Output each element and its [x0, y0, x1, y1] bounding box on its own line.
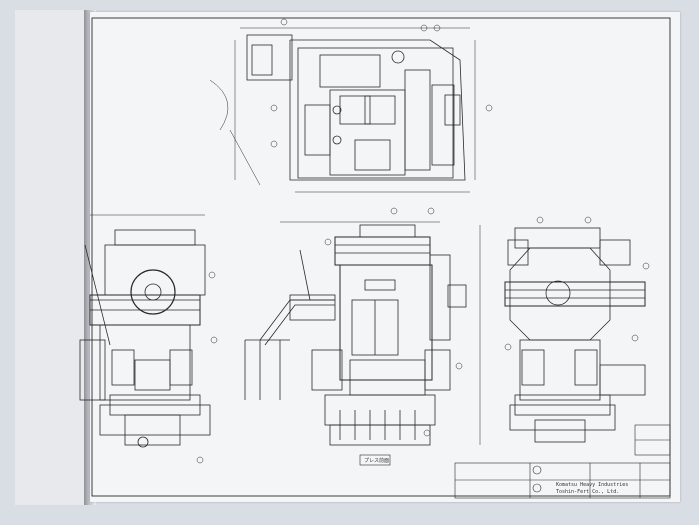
- front-view: [244, 221, 481, 466]
- plan-view: [209, 27, 476, 193]
- callout-markers: [196, 18, 650, 464]
- company-name-line1: Komatsu Heavy Industries: [556, 482, 629, 488]
- left-side-view: [79, 214, 211, 448]
- company-name-line2: Toshin-Fert Co., Ltd.: [556, 489, 620, 495]
- drawing-frame: [91, 17, 671, 497]
- title-block: [454, 424, 671, 499]
- right-side-view: [504, 227, 646, 443]
- front-view-label: プレス前面: [364, 458, 390, 464]
